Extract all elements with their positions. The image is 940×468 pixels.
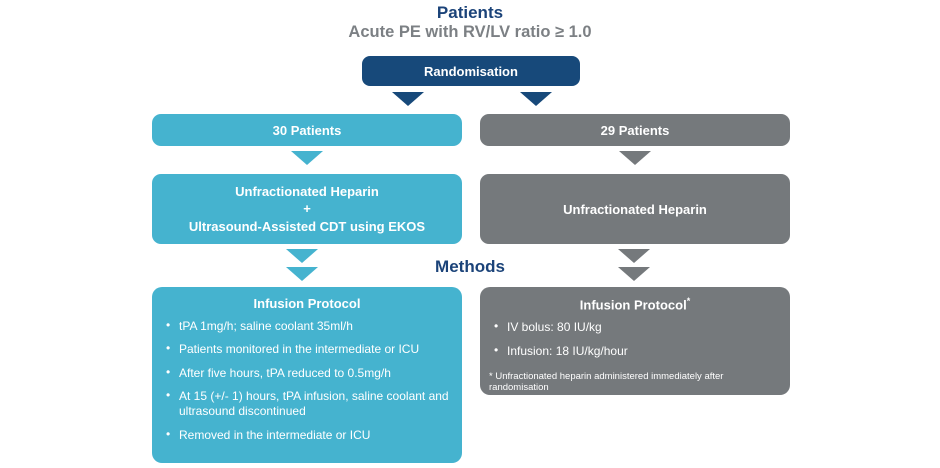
- right-patients-box: 29 Patients: [480, 114, 790, 146]
- randomisation-label: Randomisation: [424, 63, 518, 79]
- protocol-footnote: * Unfractionated heparin administered im…: [489, 371, 724, 394]
- left-protocol-title: Infusion Protocol: [253, 296, 361, 311]
- page-title: Patients: [436, 3, 504, 22]
- bullet-item: IV bolus: 80 IU/kg: [494, 319, 782, 335]
- left-treatment-line: Unfractionated Heparin: [235, 183, 379, 199]
- bullet-item: After five hours, tPA reduced to 0.5mg/h: [166, 365, 454, 381]
- arrow-down-icon: [392, 92, 424, 106]
- left-patients-label: 30 Patients: [272, 122, 342, 138]
- arrow-down-icon: [286, 267, 318, 281]
- right-protocol-bullets: IV bolus: 80 IU/kgInfusion: 18 IU/kg/hou…: [480, 319, 790, 359]
- left-protocol-box: Infusion Protocol tPA 1mg/h; saline cool…: [152, 287, 462, 463]
- asterisk-marker: *: [686, 296, 691, 306]
- page-subtitle: Acute PE with RV/LV ratio ≥ 1.0: [348, 23, 592, 41]
- right-protocol-title: Infusion Protocol*: [480, 296, 790, 312]
- left-protocol-bullets: tPA 1mg/h; saline coolant 35ml/hPatients…: [152, 318, 462, 443]
- right-patients-label: 29 Patients: [600, 122, 670, 138]
- methods-heading: Methods: [435, 257, 505, 276]
- arrow-down-icon: [618, 249, 650, 263]
- arrow-down-icon: [286, 249, 318, 263]
- bullet-item: tPA 1mg/h; saline coolant 35ml/h: [166, 318, 454, 334]
- left-treatment-line: Ultrasound-Assisted CDT using EKOS: [188, 218, 426, 234]
- left-patients-box: 30 Patients: [152, 114, 462, 146]
- left-treatment-line: +: [303, 201, 311, 217]
- right-treatment-box: Unfractionated Heparin: [480, 174, 790, 244]
- arrow-down-icon: [520, 92, 552, 106]
- bullet-item: Removed in the intermediate or ICU: [166, 427, 454, 443]
- bullet-item: At 15 (+/- 1) hours, tPA infusion, salin…: [166, 388, 454, 420]
- left-treatment-box: Unfractionated Heparin + Ultrasound-Assi…: [152, 174, 462, 244]
- right-treatment-line: Unfractionated Heparin: [563, 201, 707, 217]
- randomisation-box: Randomisation: [362, 56, 580, 86]
- arrow-down-icon: [291, 151, 323, 165]
- arrow-down-icon: [618, 267, 650, 281]
- right-protocol-box: Infusion Protocol* IV bolus: 80 IU/kgInf…: [480, 287, 790, 395]
- right-protocol-title-text: Infusion Protocol: [579, 297, 687, 313]
- bullet-item: Patients monitored in the intermediate o…: [166, 341, 454, 357]
- bullet-item: Infusion: 18 IU/kg/hour: [494, 343, 782, 359]
- left-treatment-text: Unfractionated Heparin + Ultrasound-Assi…: [189, 183, 425, 236]
- arrow-down-icon: [619, 151, 651, 165]
